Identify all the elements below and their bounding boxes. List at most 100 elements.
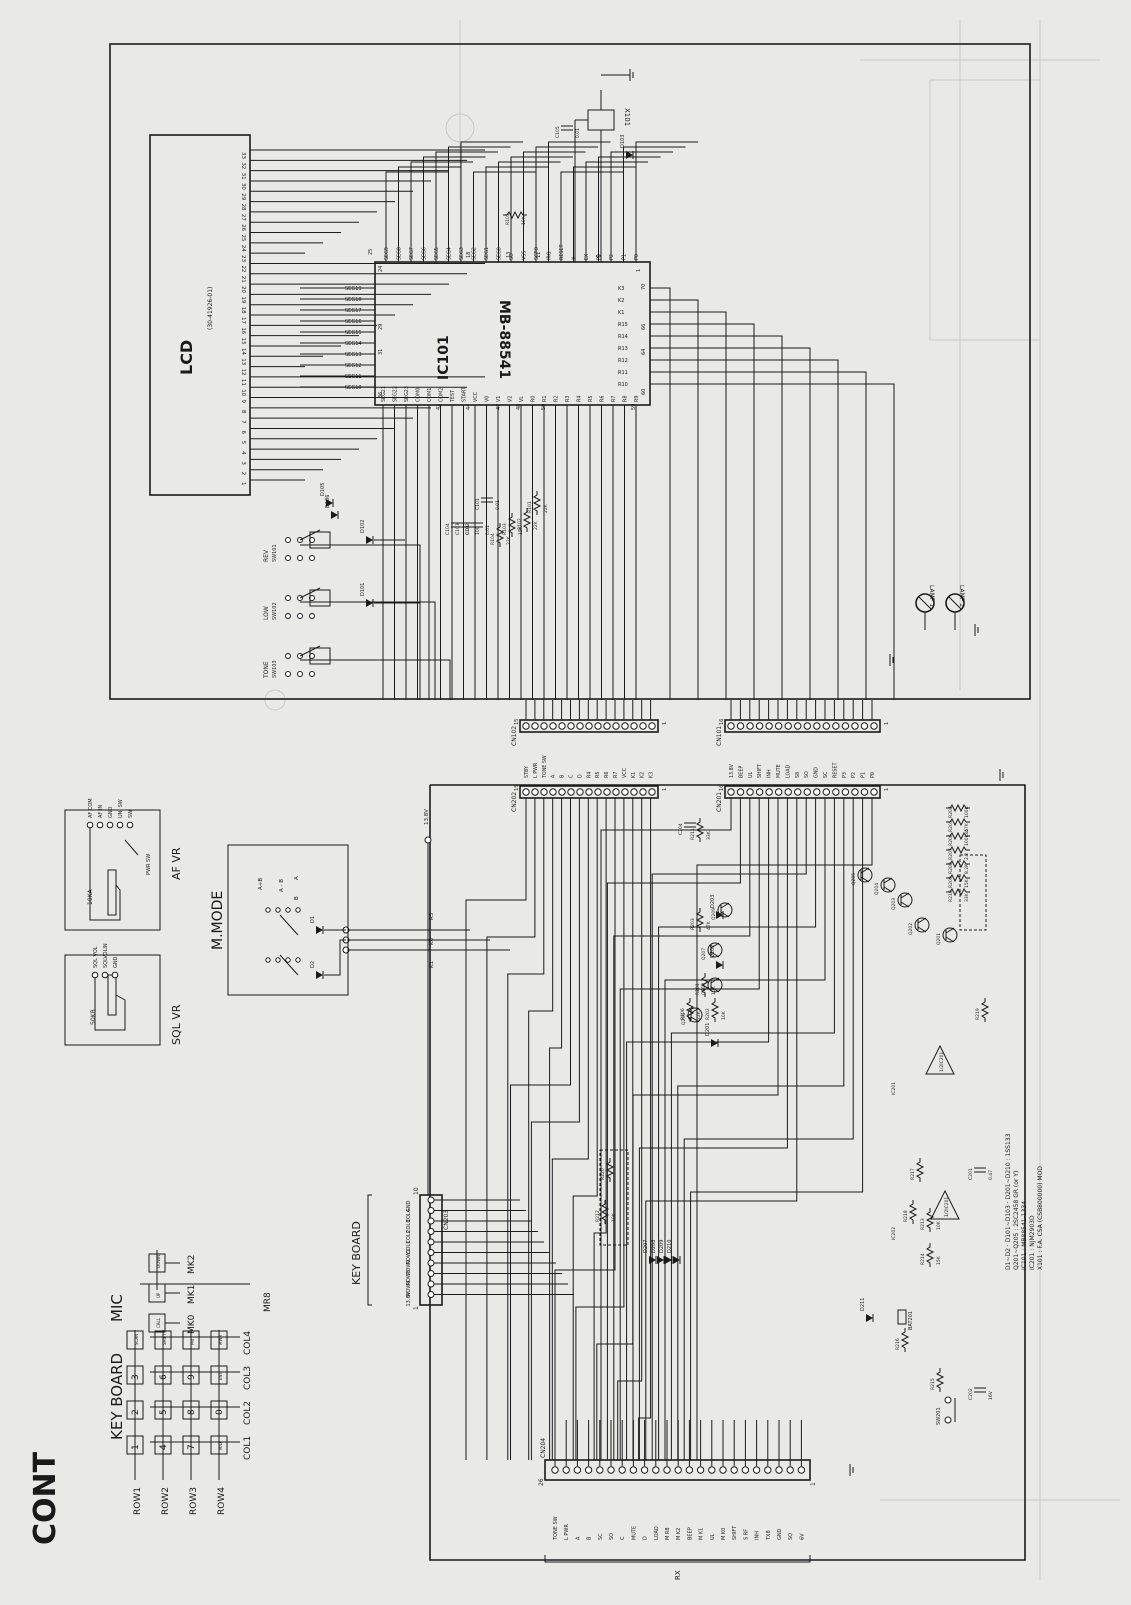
cn204-pin-label: M K1: [699, 1528, 705, 1540]
transistor-label: Q206: [681, 1013, 687, 1025]
resistor-label: R220: [600, 1168, 606, 1180]
resistor-label: R209: [948, 876, 954, 888]
cn101-pin-label: P1: [861, 772, 867, 778]
transistor-label: Q204: [874, 883, 880, 895]
resistor-value: 10K: [611, 1212, 617, 1222]
resistor-value: 47K: [964, 822, 970, 832]
resistor-label: R218: [903, 1210, 909, 1222]
af-vr-pin-label: AF IN: [98, 805, 104, 818]
connector-ref: CN101: [716, 726, 723, 746]
af-vr-title: AF VR: [170, 847, 183, 880]
lcd-pin-label: 31: [240, 173, 246, 180]
cn204-ref: CN204: [540, 1438, 547, 1458]
keypad-key: [210, 1400, 228, 1420]
resistor-value: 10K: [936, 1220, 942, 1230]
ic101-pin-number: 13: [506, 252, 512, 258]
diode-label: D102: [360, 520, 366, 533]
m-mode-label: A - B: [279, 879, 285, 892]
capacitor-value: 16V: [988, 1390, 994, 1400]
diode-label: D202: [710, 945, 716, 958]
resistor-label: R216: [895, 1338, 901, 1350]
lcd-pin-label: 18: [240, 307, 246, 314]
keypad-key: [154, 1330, 172, 1350]
control-board-outline: [109, 43, 1031, 700]
cn204-pin-label: LOAD: [654, 1526, 660, 1540]
keypad-key-label: 9: [187, 1374, 197, 1380]
ic101-pin-label: START: [462, 387, 468, 402]
lcd-pin-label: 5: [240, 441, 246, 445]
resistor-label: R104: [490, 533, 496, 545]
lcd-pin-label: 2: [240, 472, 246, 476]
cn203-pin-label: ROW2: [406, 1259, 412, 1275]
lcd-pin-label: 30: [240, 183, 246, 190]
af-vr-pin-label: UN. SW: [118, 799, 124, 818]
m-mode-title: M.MODE: [210, 891, 226, 950]
resistor-label: R102: [517, 518, 523, 530]
transistor-label: Q207: [701, 948, 707, 960]
lcd-pin-label: 8: [240, 410, 246, 414]
ic101-pin-label: R6: [600, 396, 606, 402]
cn204-pin-label: M K0: [721, 1528, 727, 1540]
cn204-pin-label: SC: [598, 1533, 604, 1540]
lcd-pin-label: 21: [240, 276, 246, 283]
lcd-pin-label: 20: [240, 286, 246, 293]
cn101-pin-label: 13.8V: [729, 763, 735, 778]
transistor-label: Q208: [701, 983, 707, 995]
ic101-pin-label: R0: [531, 396, 537, 402]
component-note: Q201~Q205 : 2SC2458 GR (or Y): [1013, 1171, 1020, 1270]
diode-label: D106: [325, 495, 331, 508]
connector-pin-last: 1: [884, 788, 890, 791]
ic101-pin-label: R5: [588, 396, 594, 402]
lamp-1-label: LAMP 1: [928, 585, 935, 607]
ic101-pin-label: R14: [618, 334, 628, 340]
connector-pin-last: 1: [662, 788, 668, 791]
lcd-pin-label: 15: [240, 338, 246, 345]
keypad-key-label: 4: [159, 1444, 169, 1450]
switch-name: LOW: [263, 606, 270, 620]
cn203-connector: CN203 KEY BOARD 10 1 GNDCOL4COL3COL2COL1…: [350, 1187, 574, 1310]
resistor-value: 10K: [711, 985, 717, 995]
keypad-key-label: ENT: [218, 1371, 223, 1380]
cn102-pin-label: R5: [595, 772, 601, 778]
ic101-pin-label: SEG22: [393, 386, 399, 402]
lcd-pin-label: 9: [240, 400, 246, 404]
ic101-pin-label: COM2: [439, 388, 445, 402]
component-note: IC201 : NJM2903D: [1029, 1215, 1036, 1270]
ic101-pin-label: SEG15: [345, 330, 362, 336]
cn102-pin-label: A: [551, 774, 557, 778]
m-mode-label: A+B: [258, 878, 264, 890]
resistor-value: 47K: [706, 920, 712, 930]
diode-label: D103: [620, 135, 626, 148]
ic101-pin-label: K1: [618, 310, 624, 316]
cn101-pin-label: INH: [767, 769, 773, 778]
diode-label: D2: [310, 961, 316, 968]
background-ghost-traces: [264, 20, 1120, 1580]
ic101-pin-label: SEG7: [409, 247, 415, 260]
cn203-pin-last: 1: [413, 1306, 420, 1310]
keyboard-matrix-title: KEY BOARD: [108, 1353, 126, 1440]
ic101-pin-label: R3: [565, 396, 571, 402]
ic101-pin-label: SEG23: [404, 386, 410, 402]
connector-pin-first: 16: [719, 719, 725, 725]
ic101-pin-label: SCTO: [534, 247, 540, 260]
diode-label: D211: [860, 1298, 866, 1311]
cn204-pin-label: BEEP: [687, 1527, 693, 1540]
resistor-label: R103: [502, 523, 508, 535]
diode-label: D105: [320, 483, 326, 496]
cn204-pin-label: A: [575, 1536, 581, 1540]
connector-ref: CN102: [511, 726, 518, 746]
ic101-pin-label: R4: [577, 396, 583, 402]
ic101-pin-label: VL: [519, 396, 525, 402]
keypad-key-label: 3: [131, 1374, 141, 1380]
ic101-pin-label: V0: [485, 396, 491, 402]
cn204-pin-label: 6V: [799, 1533, 805, 1540]
resistor-label: R101: [527, 501, 533, 513]
crystal-label: X101: [623, 108, 631, 126]
cn204-pin-label: S RF: [743, 1529, 749, 1540]
cn102-pin-label: K2: [640, 772, 646, 778]
